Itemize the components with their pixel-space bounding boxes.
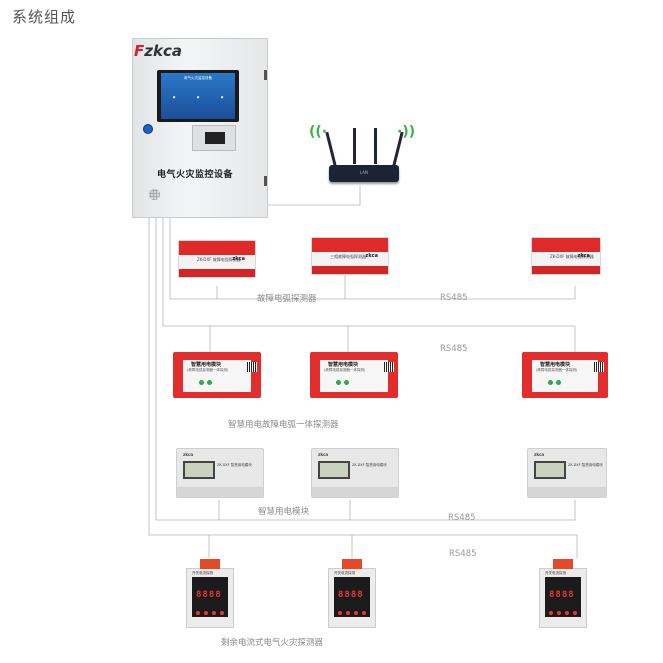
page-title: 系统组成	[12, 8, 77, 26]
rs485-label: RS485	[440, 344, 468, 354]
printer-icon	[192, 125, 236, 151]
caption-smart-arc: 智慧用电故障电弧一体探测器	[228, 420, 339, 430]
smart-arc-detector: 智慧用电模块(故障电弧探测器一体探测)	[522, 352, 608, 398]
rs485-label: RS485	[449, 549, 477, 559]
rs485-label: RS485	[440, 293, 468, 303]
power-indicator-icon	[143, 124, 153, 134]
antenna-icon	[374, 128, 377, 164]
cabinet-latch-top	[264, 70, 267, 80]
speaker-icon	[149, 189, 160, 200]
smart-arc-detector: 智慧用电模块(故障电弧探测器一体探测)	[310, 352, 398, 398]
brand-logo: Fzkca	[134, 42, 182, 60]
cabinet-label: 电气火灾监控设备	[157, 170, 234, 180]
wifi-signal-icon: ((·	[309, 124, 328, 140]
wireless-router: LAN	[329, 165, 399, 182]
caption-residual: 剩余电流式电气火灾探测器	[221, 638, 324, 648]
antenna-icon	[353, 128, 356, 164]
router-label: LAN	[359, 170, 369, 175]
caption-arc-fault: 故障电弧探测器	[257, 294, 317, 304]
smart-arc-detector: 智慧用电模块(故障电弧探测器一体探测)	[173, 352, 261, 398]
cabinet-latch-bottom	[264, 176, 267, 186]
caption-smart-module: 智慧用电模块	[258, 507, 310, 517]
rs485-label: RS485	[448, 513, 476, 523]
touch-screen: 电气火灾监控设备 ● ● ●	[157, 70, 239, 122]
wifi-signal-icon: ·))	[397, 124, 416, 140]
